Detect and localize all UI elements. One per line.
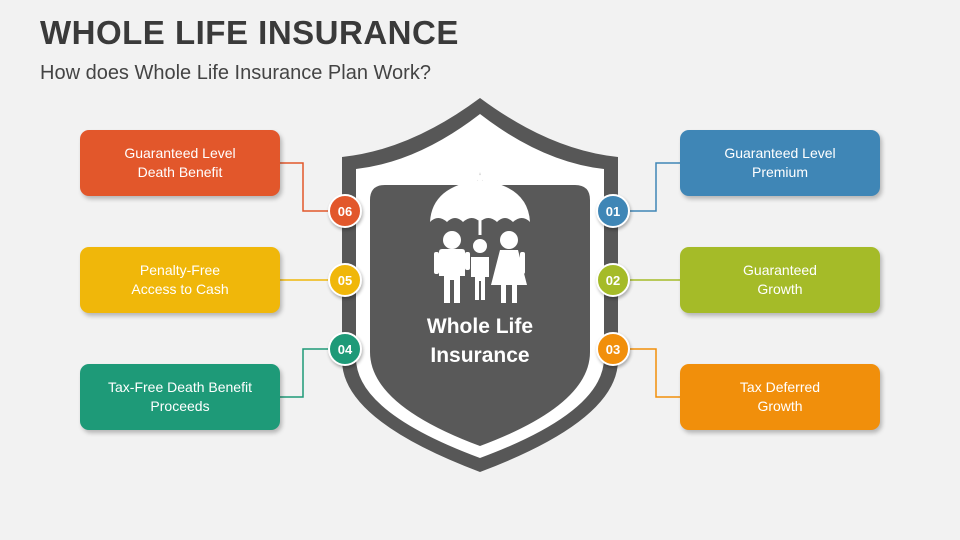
connector-lines [280, 162, 680, 398]
page-title: WHOLE LIFE INSURANCE [40, 14, 459, 51]
connector-04 [280, 348, 330, 398]
item-label-01: Guaranteed Level Premium [724, 145, 836, 180]
connector-03 [630, 348, 680, 398]
item-box-03: Tax Deferred Growth [680, 364, 880, 430]
item-box-02: Guaranteed Growth [680, 247, 880, 313]
item-label-04: Tax-Free Death Benefit Proceeds [108, 379, 252, 414]
badge-03: 03 [596, 332, 630, 366]
badge-05: 05 [328, 263, 362, 297]
item-box-04: Tax-Free Death Benefit Proceeds [80, 364, 280, 430]
item-box-01: Guaranteed Level Premium [680, 130, 880, 196]
center-label: Whole Life Insurance [426, 315, 534, 367]
item-label-06: Guaranteed Level Death Benefit [124, 145, 236, 180]
page-subtitle: How does Whole Life Insurance Plan Work? [40, 62, 431, 84]
item-label-03: Tax Deferred Growth [739, 379, 821, 414]
badge-04: 04 [328, 332, 362, 366]
item-box-06: Guaranteed Level Death Benefit [80, 130, 280, 196]
connector-06 [280, 162, 330, 212]
shield-inner [370, 172, 590, 446]
badge-02: 02 [596, 263, 630, 297]
umbrella-family-icon [430, 175, 530, 303]
item-box-05: Penalty-Free Access to Cash [80, 247, 280, 313]
item-label-02: Guaranteed Growth [743, 262, 817, 297]
connector-01 [630, 162, 680, 212]
item-label-05: Penalty-Free Access to Cash [131, 262, 229, 297]
badge-01: 01 [596, 194, 630, 228]
badge-06: 06 [328, 194, 362, 228]
